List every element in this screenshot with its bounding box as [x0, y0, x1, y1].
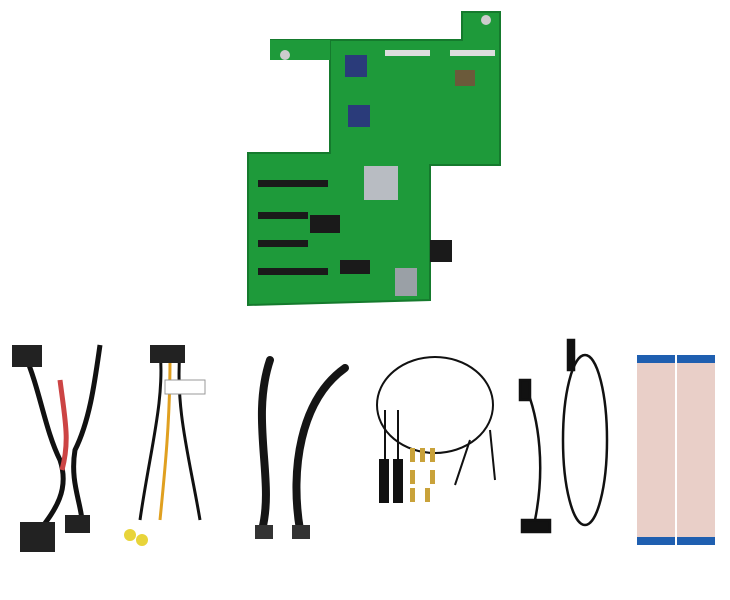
chip [430, 240, 452, 262]
sleeved-cable [292, 364, 349, 539]
connector [385, 50, 430, 56]
ribbon-cable [637, 355, 675, 545]
chip [348, 105, 370, 127]
connector [258, 180, 328, 187]
connector [258, 240, 308, 247]
mounting-hole [481, 15, 491, 25]
connector [258, 212, 308, 219]
connector [258, 268, 328, 275]
inductor [455, 70, 475, 86]
sleeved-cable [255, 356, 274, 539]
wiring-harness [124, 345, 206, 546]
antenna-cables [376, 356, 496, 503]
heatsink [364, 166, 398, 200]
ribbon-cable [677, 355, 715, 545]
usb-audio-cable [518, 338, 609, 534]
connector [450, 50, 495, 56]
circuit-board [247, 11, 501, 307]
chip [345, 55, 367, 77]
sd-slot [395, 268, 417, 296]
brass-standoffs [410, 448, 435, 502]
mounting-hole [280, 50, 290, 60]
chip [310, 215, 340, 233]
wiring-harness [12, 344, 103, 552]
chip [340, 260, 370, 274]
